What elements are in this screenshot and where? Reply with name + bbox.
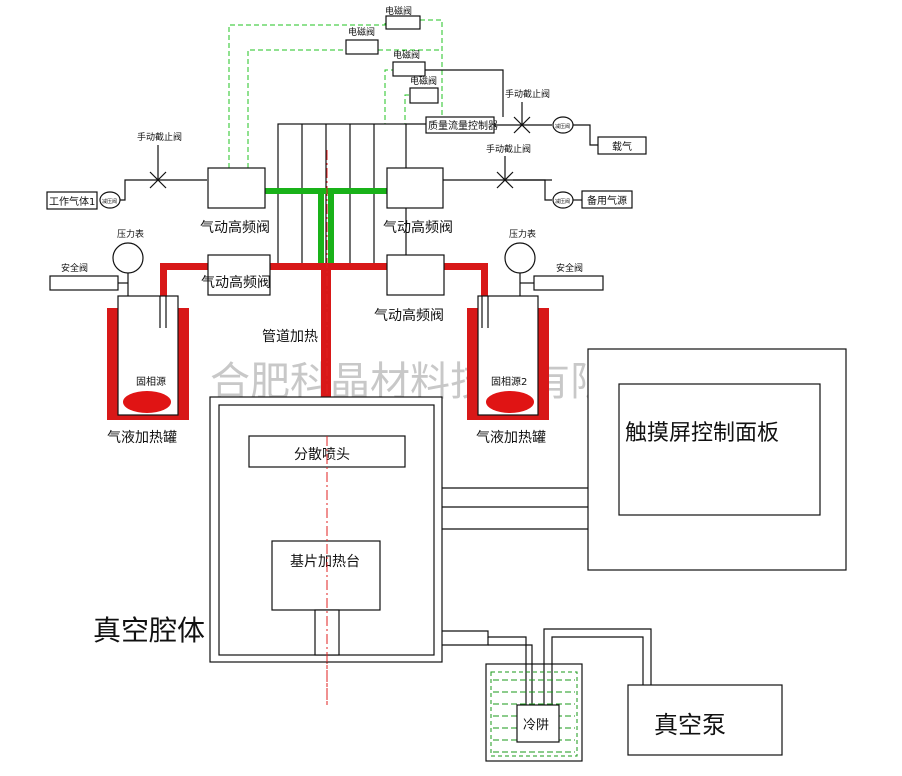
svg-text:电磁阀: 电磁阀 (393, 49, 420, 61)
svg-text:气液加热罐: 气液加热罐 (476, 430, 546, 446)
svg-text:手动截止阀: 手动截止阀 (505, 88, 550, 100)
svg-text:减压阀: 减压阀 (555, 198, 570, 205)
dispersion-nozzle-label: 分散喷头 (294, 447, 350, 463)
svg-text:电磁阀: 电磁阀 (410, 75, 437, 87)
svg-text:气动高频阀: 气动高频阀 (200, 219, 270, 236)
svg-text:电磁阀: 电磁阀 (348, 26, 375, 38)
vacuum-pump-label: 真空泵 (654, 711, 726, 739)
solenoid-valve-1: 电磁阀 (385, 5, 421, 30)
svg-text:手动截止阀: 手动截止阀 (486, 143, 531, 155)
backup-gas-line: 手动截止阀 减压阀 备用气源 (443, 143, 633, 209)
svg-text:固相源2: 固相源2 (491, 375, 527, 388)
vacuum-pump: 真空泵 (627, 684, 783, 756)
solenoid-valve-3: 电磁阀 (392, 49, 426, 77)
vacuum-chamber: 分散喷头 基片加热台 真空腔体 (93, 396, 443, 663)
cold-trap: 冷阱 (485, 663, 583, 762)
gas-liquid-tank-left: 压力表 安全阀 固相源 气液加热罐 (49, 228, 189, 446)
gas-pipes (265, 188, 387, 268)
svg-text:减压阀: 减压阀 (555, 123, 570, 130)
carrier-gas-line: 手动截止阀 减压阀 载气 (494, 88, 647, 155)
vacuum-chamber-label: 真空腔体 (93, 614, 205, 647)
svg-text:手动截止阀: 手动截止阀 (137, 131, 182, 143)
svg-text:压力表: 压力表 (509, 228, 536, 240)
carrier-gas-label: 载气 (612, 140, 632, 153)
svg-text:安全阀: 安全阀 (61, 262, 88, 274)
cold-trap-label: 冷阱 (523, 718, 549, 733)
svg-text:固相源: 固相源 (136, 375, 166, 388)
svg-text:气动高频阀: 气动高频阀 (383, 219, 453, 236)
pneumatic-valve-lower-left: 气动高频阀 (201, 254, 271, 296)
svg-text:减压阀: 减压阀 (102, 198, 117, 205)
pneumatic-valve-upper-left: 气动高频阀 (200, 167, 270, 236)
vacuum-pipe (442, 628, 652, 705)
control-cables (442, 487, 588, 530)
svg-text:气液加热罐: 气液加热罐 (107, 430, 177, 446)
gas-liquid-tank-right: 压力表 安全阀 固相源2 气液加热罐 (467, 228, 604, 446)
substrate-heater-label: 基片加热台 (290, 553, 360, 570)
pneumatic-valve-upper-right: 气动高频阀 (383, 167, 453, 236)
svg-text:安全阀: 安全阀 (556, 262, 583, 274)
pneumatic-valve-lower-right: 气动高频阀 (374, 254, 445, 324)
mfc-label: 质量流量控制器 (428, 119, 498, 132)
svg-text:气动高频阀: 气动高频阀 (201, 274, 271, 291)
touch-panel: 触摸屏控制面板 (587, 348, 847, 571)
touch-panel-label: 触摸屏控制面板 (625, 421, 779, 446)
svg-text:气动高频阀: 气动高频阀 (374, 307, 444, 324)
mass-flow-controller: 质量流量控制器 (277, 116, 498, 269)
working-gas-line: 工作气体1 减压阀 手动截止阀 (46, 131, 207, 210)
svg-text:压力表: 压力表 (117, 228, 144, 240)
working-gas-label: 工作气体1 (49, 195, 95, 208)
pipe-heating-label: 管道加热 (262, 329, 318, 345)
solenoid-valve-4: 电磁阀 (409, 75, 439, 104)
backup-gas-label: 备用气源 (587, 194, 627, 207)
solenoid-valve-2: 电磁阀 (345, 26, 379, 55)
svg-text:电磁阀: 电磁阀 (385, 5, 412, 17)
